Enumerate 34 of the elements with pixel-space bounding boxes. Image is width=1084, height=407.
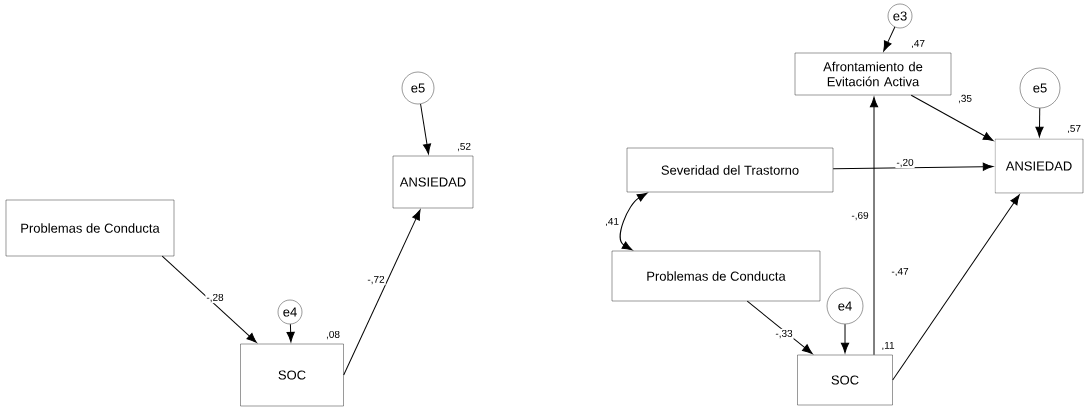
arrow (619, 192, 648, 251)
edge-label: -,20 (895, 157, 915, 169)
variable-box: ANSIEDAD (994, 138, 1084, 194)
fit-value: ,52 (457, 142, 471, 152)
arrow (892, 194, 1020, 381)
arrow (161, 255, 257, 343)
edge-label: -,47 (890, 266, 910, 278)
arrow (420, 103, 432, 155)
variable-box: Severidad del Trastorno (626, 147, 834, 193)
variable-box: SOC (797, 354, 893, 406)
arrow (1035, 107, 1044, 138)
arrow (746, 300, 813, 354)
edge-label: ,41 (604, 216, 620, 228)
fit-value: ,11 (882, 341, 895, 351)
arrow (869, 96, 879, 356)
arrow (840, 323, 850, 354)
variable-box: Problemas de Conducta (5, 199, 175, 257)
fit-value: ,47 (911, 39, 925, 49)
arrow (832, 162, 994, 171)
edge-label: -,33 (774, 328, 794, 340)
variable-box: Afrontamiento de Evitación Activa (794, 52, 952, 96)
variable-box: ANSIEDAD (392, 155, 474, 209)
variable-box: Problemas de Conducta (611, 250, 821, 302)
arrow (910, 94, 994, 142)
fit-value: ,08 (326, 330, 340, 340)
fit-value: ,57 (1067, 124, 1081, 134)
arrow (883, 26, 896, 52)
edge-label: -,28 (205, 292, 225, 304)
edge-label: -,72 (366, 274, 386, 286)
arrow (343, 209, 421, 376)
arrow (286, 323, 295, 343)
variable-box: SOC (240, 343, 344, 407)
edge-label: ,35 (957, 93, 973, 105)
edge-label: -,69 (850, 210, 870, 222)
